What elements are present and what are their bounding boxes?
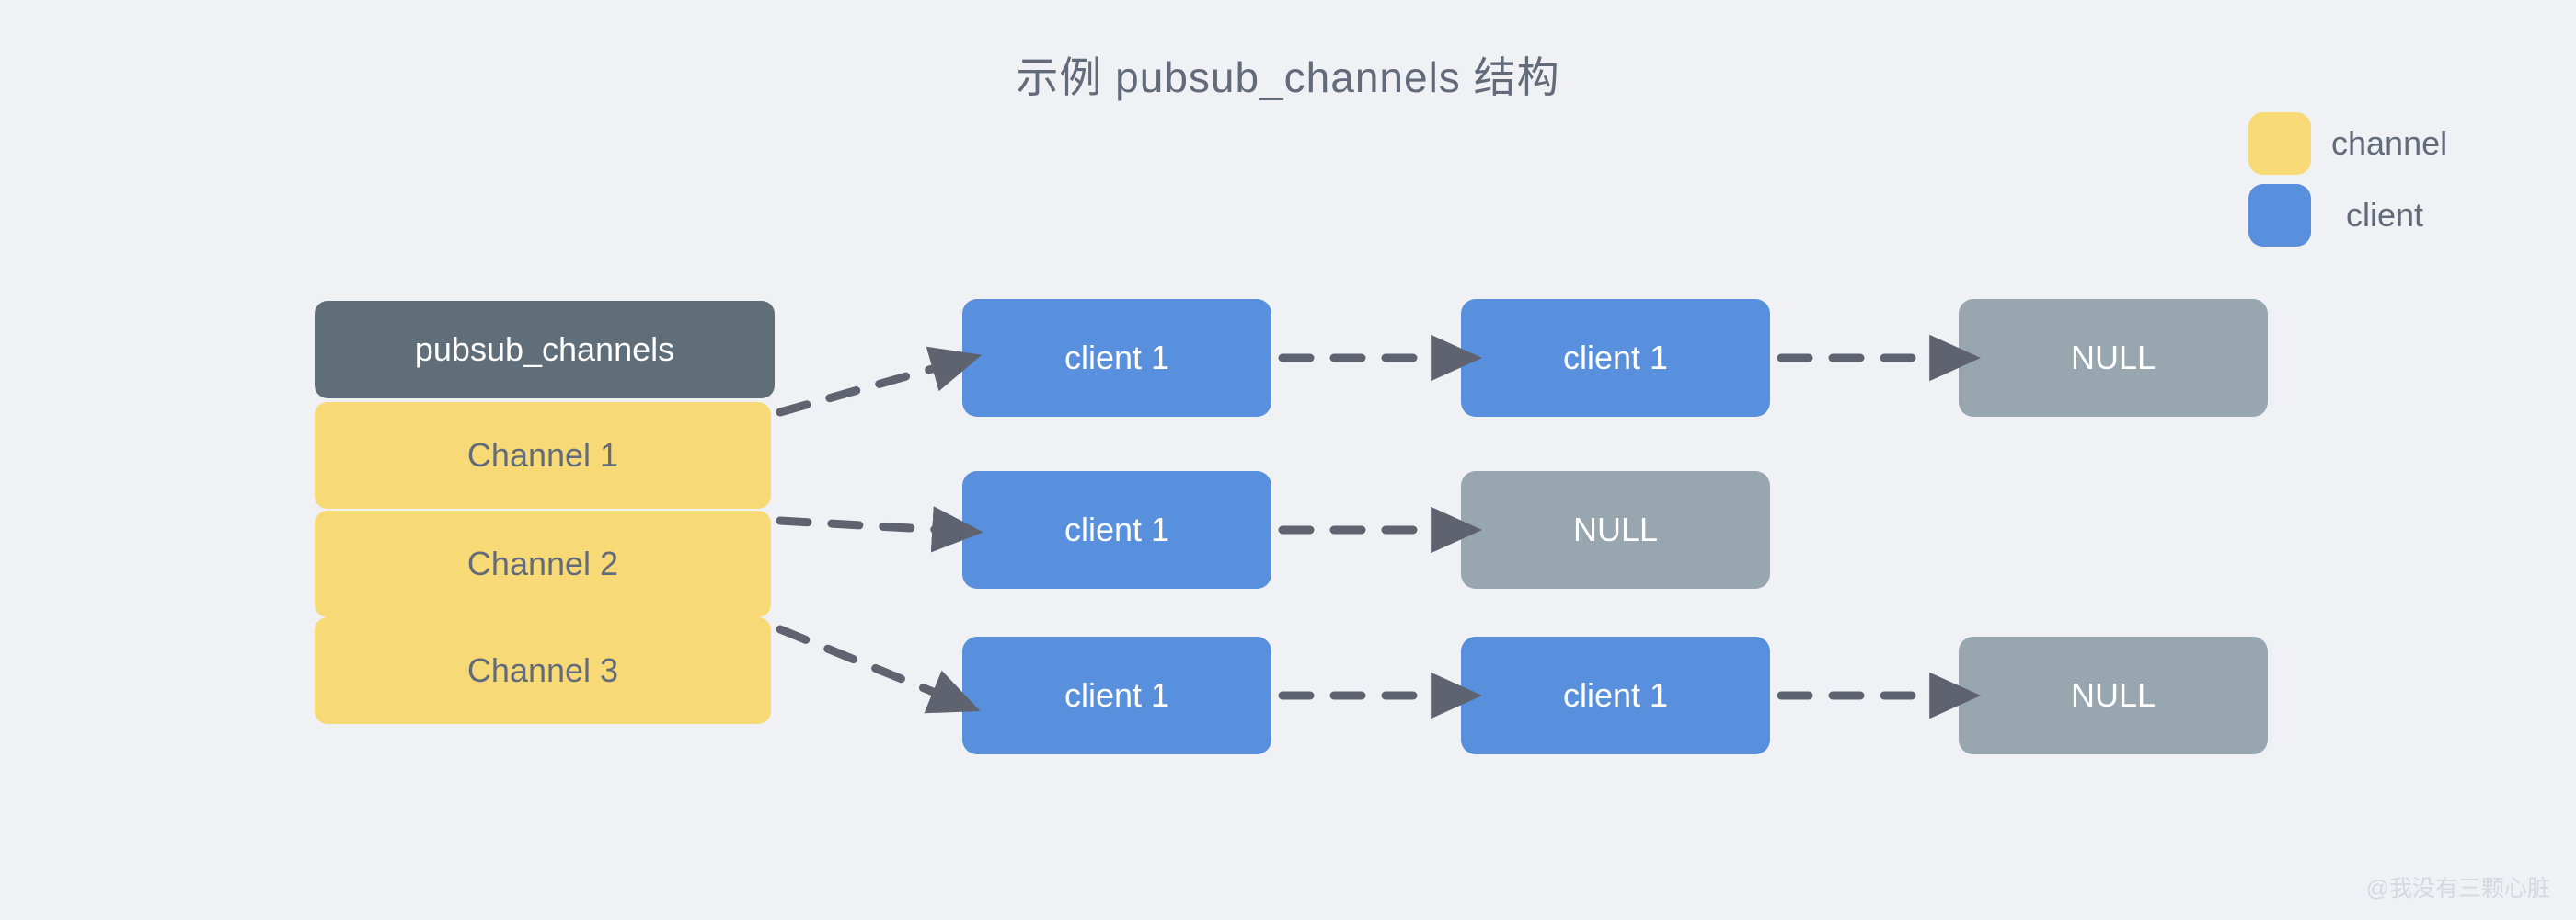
channel-cell-2[interactable]: Channel 2	[315, 511, 771, 617]
node-row1-client-2[interactable]: client 1	[1461, 299, 1770, 417]
node-row3-client-2[interactable]: client 1	[1461, 637, 1770, 754]
arrow-channel1-to-client	[776, 346, 983, 417]
node-row2-client-1[interactable]: client 1	[962, 471, 1271, 589]
node-row1-null[interactable]: NULL	[1959, 299, 2268, 417]
page-title: 示例 pubsub_channels 结构	[1016, 53, 1560, 101]
node-row1-client-1[interactable]: client 1	[962, 299, 1271, 417]
legend-item-client: client	[2248, 184, 2423, 247]
node-row3-null[interactable]: NULL	[1959, 637, 2268, 754]
legend-item-channel: channel	[2248, 112, 2447, 175]
channel-cell-3[interactable]: Channel 3	[315, 617, 771, 724]
arrow-channel3-to-client	[776, 625, 981, 714]
legend-swatch-channel	[2248, 112, 2311, 175]
legend-swatch-client	[2248, 184, 2311, 247]
node-row2-null[interactable]: NULL	[1461, 471, 1770, 589]
node-row3-client-1[interactable]: client 1	[962, 637, 1271, 754]
table-header-pubsub-channels: pubsub_channels	[315, 301, 775, 398]
channel-cell-1[interactable]: Channel 1	[315, 402, 771, 509]
watermark: @我没有三颗心脏	[2365, 876, 2550, 902]
legend-label-channel: channel	[2331, 124, 2448, 162]
legend-label-client: client	[2346, 196, 2424, 234]
arrow-channel2-to-client	[776, 506, 983, 553]
